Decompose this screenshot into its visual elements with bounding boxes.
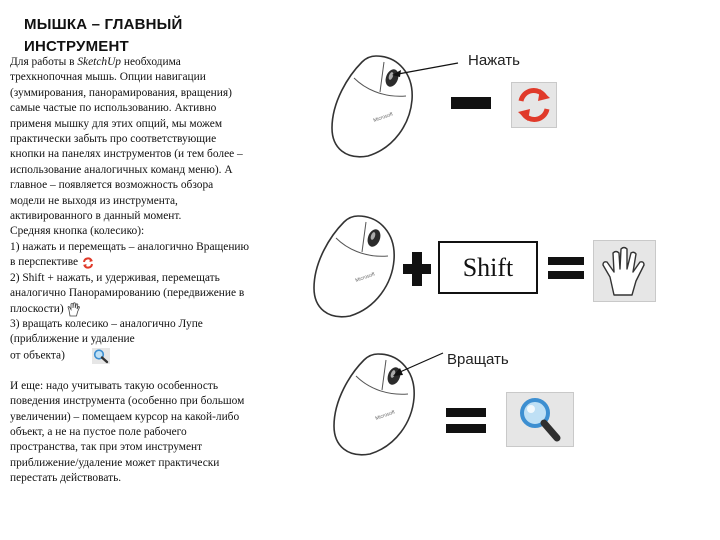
text-line: использование аналогичных команд меню). … [10, 163, 233, 176]
text-line: от объекта) [10, 347, 288, 364]
text-line: перестать действовать. [10, 472, 122, 485]
orbit-icon [518, 88, 550, 122]
equals-icon [446, 408, 486, 433]
minus-icon [451, 97, 491, 109]
pan-hand-icon [602, 246, 645, 296]
text-line: модели не выходя из инструмента, [10, 194, 178, 207]
text-line: трехкнопочная мышь. Опции навигации [10, 71, 206, 84]
callout-arrow-press [392, 62, 459, 77]
page-title: МЫШКА – ГЛАВНЫЙ ИНСТРУМЕНТ [24, 14, 183, 58]
callout-rotate: Вращать [447, 351, 509, 368]
text-line: увеличении) – помещаем курсор на какой-л… [10, 410, 240, 423]
text-line: пространства, так при этом инструмент [10, 441, 203, 454]
orbit-tile [511, 82, 557, 128]
zoom-tile [506, 392, 574, 447]
zoom-magnifier-icon [91, 347, 110, 364]
text-line: аналогично Панорамированию (передвижение… [10, 287, 245, 300]
text-line: (приближение и удаление [10, 333, 135, 346]
text-line: 2) Shift + нажать, и удерживая, перемеща… [10, 271, 220, 284]
callout-press: Нажать [468, 52, 520, 69]
zoom-magnifier-icon [520, 398, 561, 442]
text-line: объект, а не на пустое поле рабочего [10, 426, 187, 439]
text-line: активированного в данный момент. [10, 210, 182, 223]
orbit-icon [82, 257, 93, 269]
mouse-icon: Microsoft [313, 215, 395, 318]
text-line: плоскости) [10, 301, 288, 318]
text-line: (зуммирования, панорамирования, вращения… [10, 86, 232, 99]
app-name: SketchUp [77, 56, 121, 68]
mouse-icon: Microsoft [331, 55, 413, 158]
plus-icon [403, 252, 431, 286]
mouse-icon: Microsoft [333, 353, 415, 456]
text-line: поведения инструмента (особенно при боль… [10, 395, 245, 408]
title-line-2: ИНСТРУМЕНТ [24, 38, 129, 55]
body-text: Для работы в SketchUp необходима трехкно… [10, 55, 288, 487]
text-line: 1) нажать и перемещать – аналогично Вращ… [10, 240, 250, 253]
shift-key: Shift [438, 241, 538, 294]
text-line: 3) вращать колесико – аналогично Лупе [10, 318, 203, 331]
title-line-1: МЫШКА – ГЛАВНЫЙ [24, 16, 183, 33]
text-line: применя мышку для этих опций, мы можем [10, 117, 223, 130]
pan-hand-icon [67, 301, 80, 316]
text-line: практически забыть про соответствующие [10, 133, 217, 146]
text-line: главное – появляется возможность обзора [10, 179, 214, 192]
text-line: кнопки на панелях инструментов (и тем бо… [10, 148, 243, 161]
text-line: в перспективе [10, 255, 288, 270]
text-line: Средняя кнопка (колесико): [10, 225, 145, 238]
pan-tile [593, 240, 656, 302]
callout-arrow-rotate [393, 352, 444, 376]
equals-icon [548, 257, 584, 279]
text-line: приближение/удаление может практически [10, 456, 220, 469]
text-line: Для работы в SketchUp необходима [10, 56, 181, 68]
text-line: И еще: надо учитывать такую особенность [10, 379, 219, 392]
text-line: самые частые по использованию. Активно [10, 102, 217, 115]
